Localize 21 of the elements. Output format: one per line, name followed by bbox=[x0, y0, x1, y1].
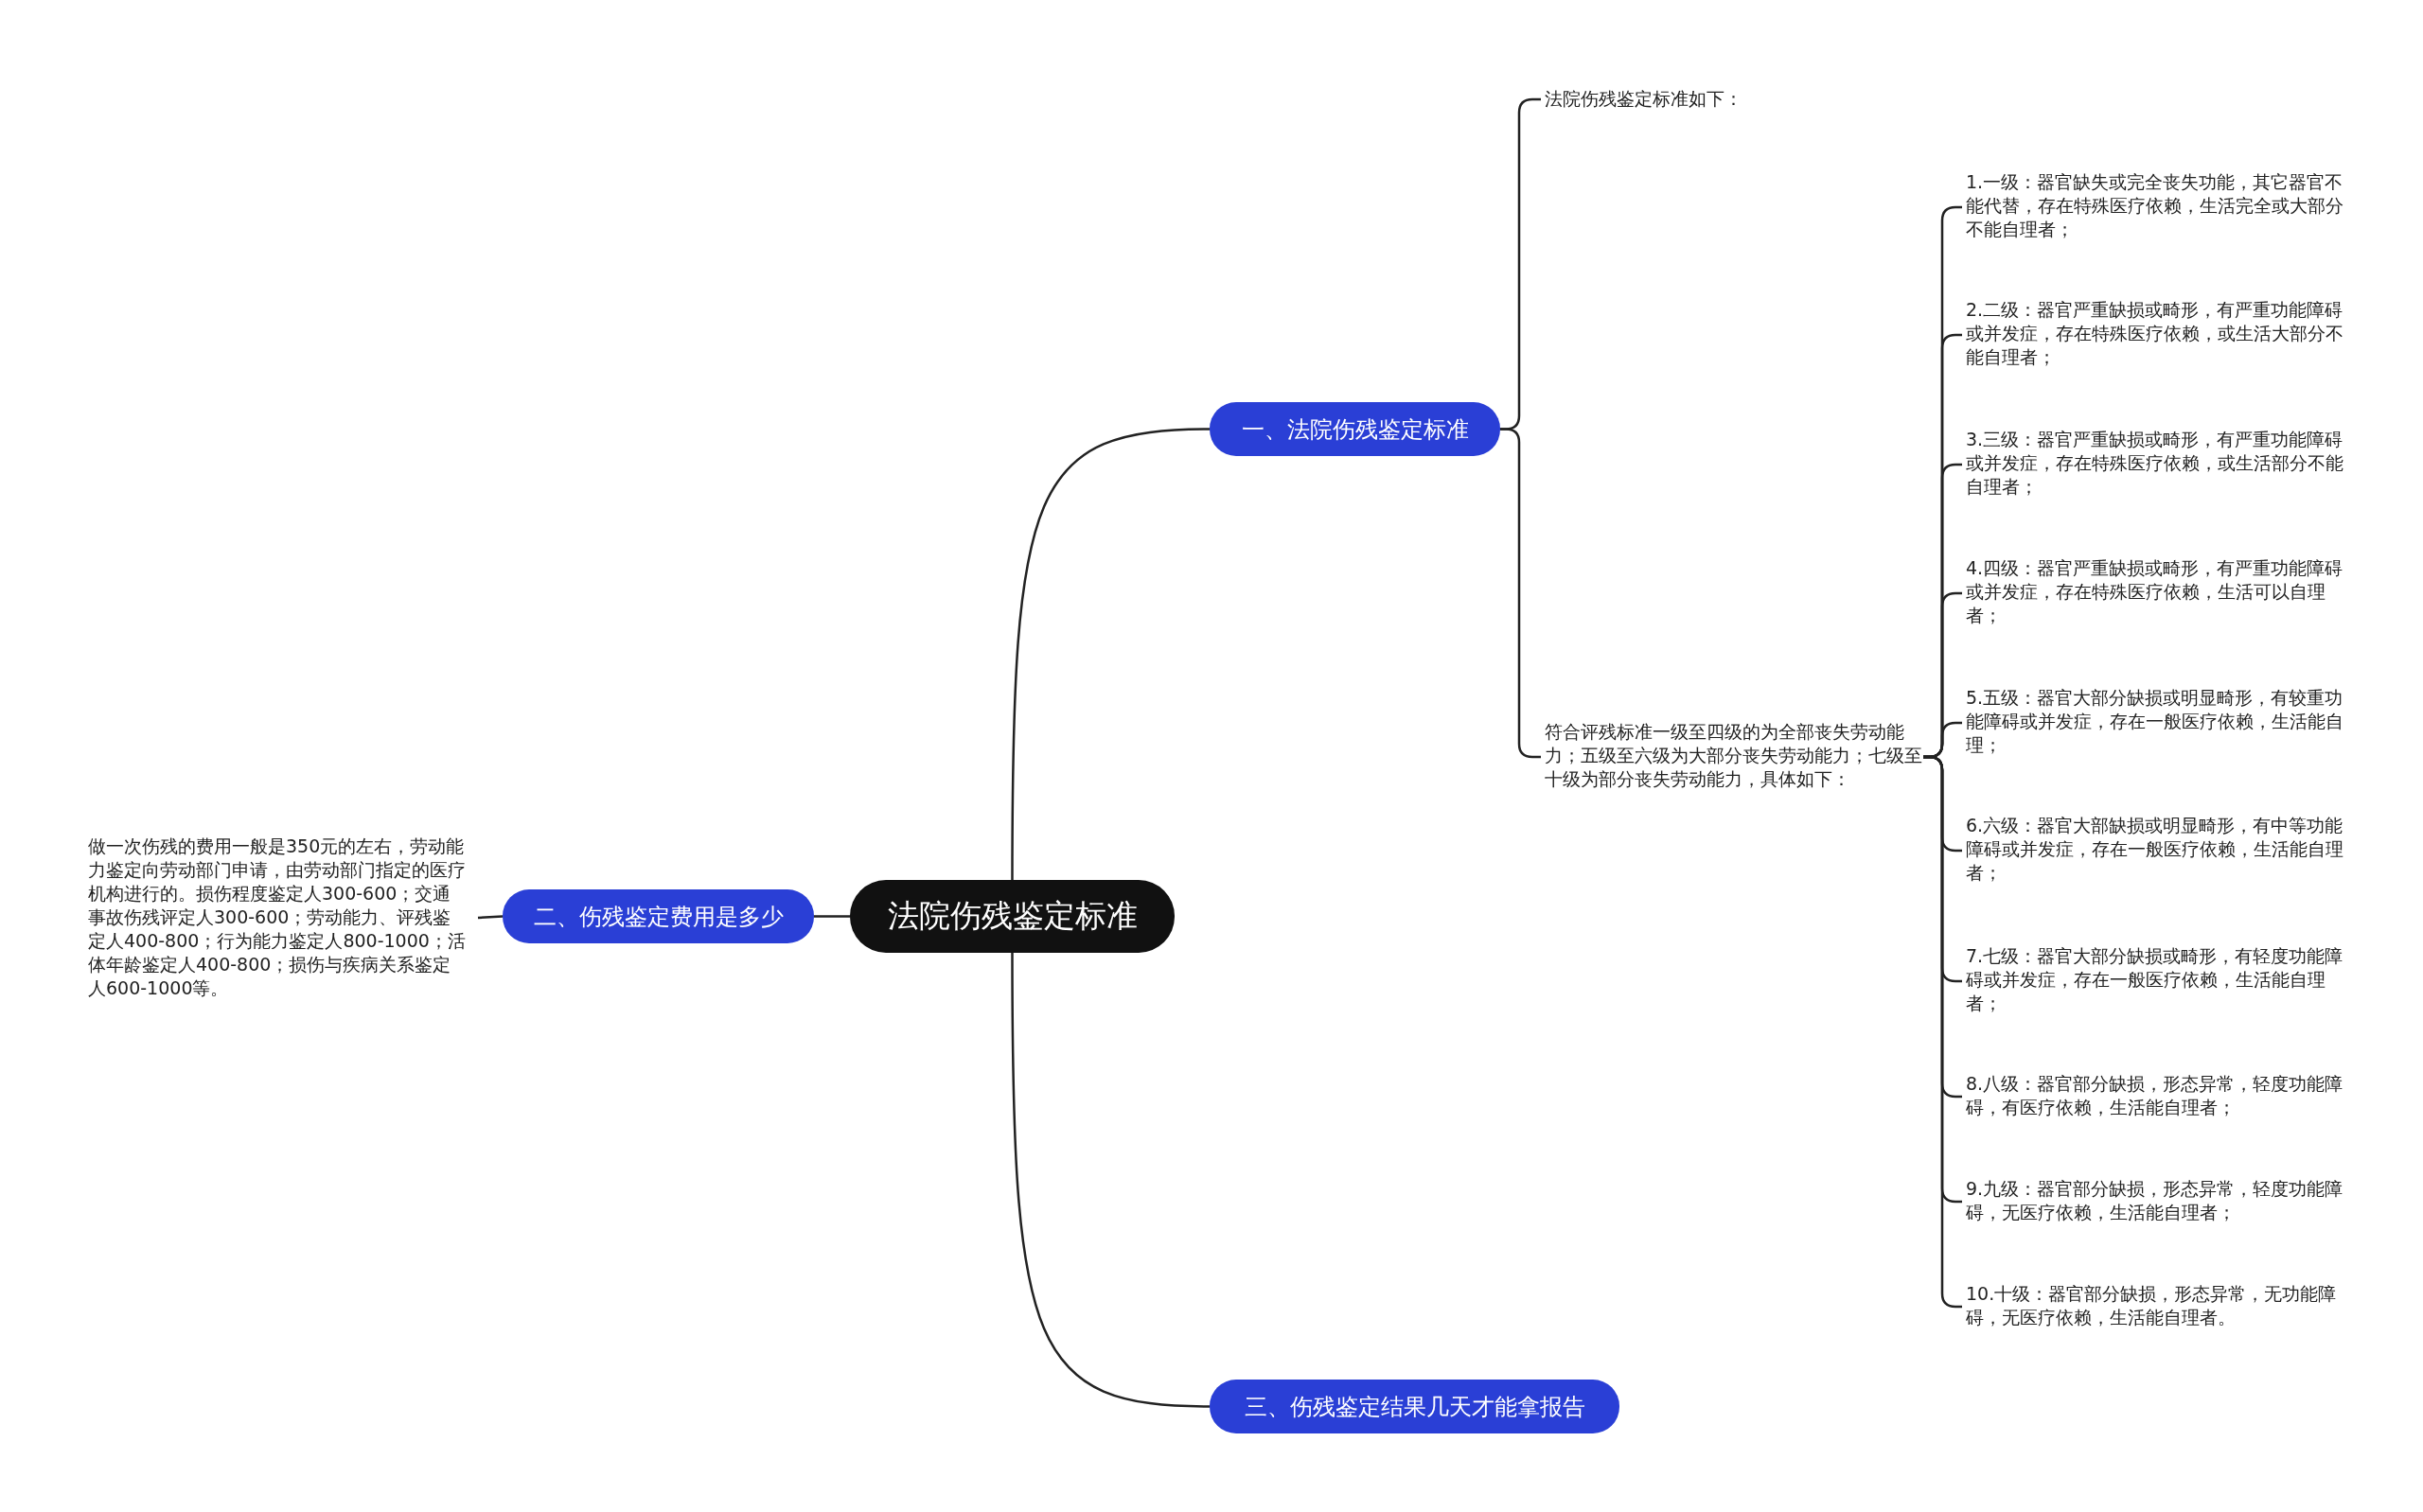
note-text: 6.六级：器官大部缺损或明显畸形，有中等功能障碍或并发症，存在一般医疗依赖，生活能自理者； bbox=[1966, 814, 2344, 885]
note-text: 法院伤残鉴定标准如下： bbox=[1545, 87, 1829, 111]
note-text: 做一次伤残的费用一般是350元的左右，劳动能力鉴定向劳动部门申请，由劳动部门指定的医疗机构进行的。损伤程度鉴定人300-600；交通事故伤残评定人300-600；劳动能力、评残鉴定人400-800；行为能力鉴定人800-1000；活体年龄鉴定人400-800；损伤与疾病关系鉴定人600-1000等。 bbox=[88, 835, 467, 1000]
connector bbox=[814, 915, 850, 918]
central-topic: 法院伤残鉴定标准 bbox=[850, 880, 1175, 953]
note-text: 符合评残标准一级至四级的为全部丧失劳动能力；五级至六级为大部分丧失劳动能力；七级至十级为部分丧失劳动能力，具体如下： bbox=[1545, 720, 1923, 791]
note-text: 7.七级：器官大部分缺损或畸形，有轻度功能障碍或并发症，存在一般医疗依赖，生活能自理者； bbox=[1966, 944, 2344, 1015]
note-text: 2.二级：器官严重缺损或畸形，有严重功能障碍或并发症，存在特殊医疗依赖，或生活大部分不能自理者； bbox=[1966, 298, 2344, 369]
branch-topic: 三、伤残鉴定结果几天才能拿报告 bbox=[1210, 1380, 1619, 1433]
note-text: 8.八级：器官部分缺损，形态异常，轻度功能障碍，有医疗依赖，生活能自理者； bbox=[1966, 1072, 2344, 1119]
branch-topic: 二、伤残鉴定费用是多少 bbox=[503, 889, 814, 943]
note-text: 10.十级：器官部分缺损，形态异常，无功能障碍，无医疗依赖，生活能自理者。 bbox=[1966, 1282, 2344, 1329]
note-text: 5.五级：器官大部分缺损或明显畸形，有较重功能障碍或并发症，存在一般医疗依赖，生活能自理； bbox=[1966, 686, 2344, 757]
note-text: 1.一级：器官缺失或完全丧失功能，其它器官不能代替，存在特殊医疗依赖，生活完全或大部分不能自理者； bbox=[1966, 170, 2344, 241]
connector bbox=[1011, 953, 1211, 1408]
note-text: 3.三级：器官严重缺损或畸形，有严重功能障碍或并发症，存在特殊医疗依赖，或生活部分不能自理者； bbox=[1966, 428, 2344, 499]
branch-topic: 一、法院伤残鉴定标准 bbox=[1210, 402, 1500, 456]
note-text: 9.九级：器官部分缺损，形态异常，轻度功能障碍，无医疗依赖，生活能自理者； bbox=[1966, 1177, 2344, 1224]
connector bbox=[477, 915, 504, 920]
note-text: 4.四级：器官严重缺损或畸形，有严重功能障碍或并发症，存在特殊医疗依赖，生活可以自理者； bbox=[1966, 556, 2344, 627]
connector bbox=[1011, 428, 1211, 880]
